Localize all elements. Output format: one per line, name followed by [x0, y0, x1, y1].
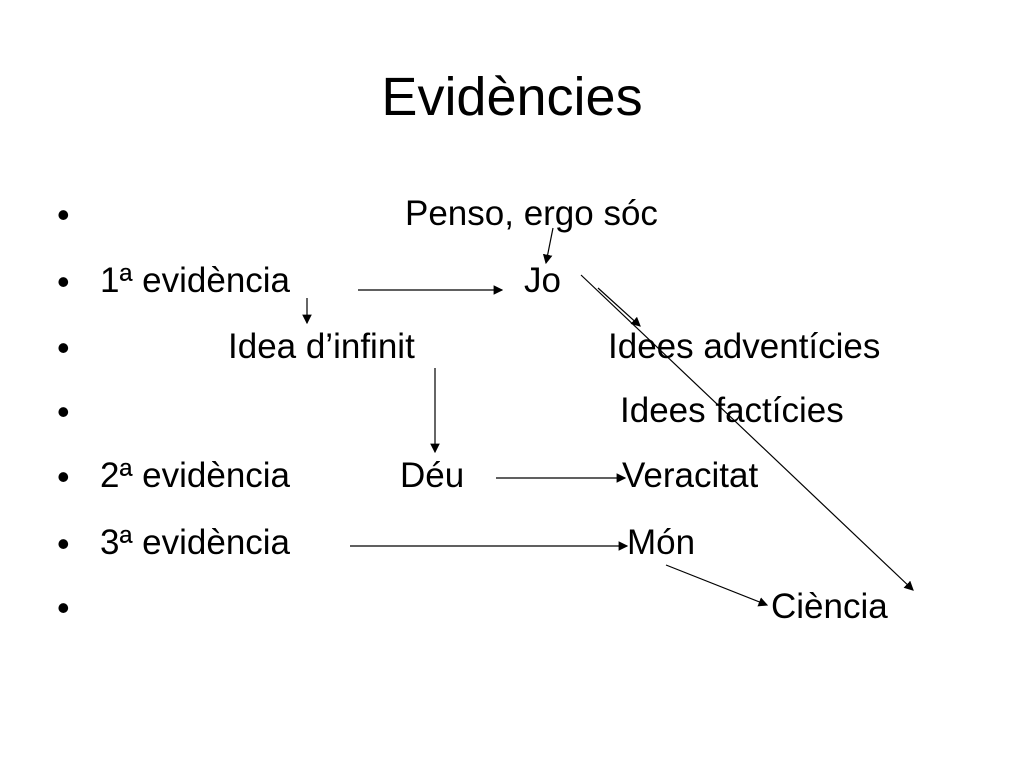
veracitat-text: Veracitat [622, 456, 759, 495]
bullet-3: • [57, 327, 70, 368]
slide-title: Evidències [381, 67, 643, 127]
idea-infinit-text: Idea d’infinit [228, 327, 415, 366]
ciencia-text: Ciència [771, 587, 888, 626]
arrow-jo-to-idees-adventicies [597, 287, 641, 327]
mon-text: Món [627, 523, 696, 562]
primera-evidencia-label: 1ª evidència [100, 261, 291, 300]
bullet-1: • [57, 194, 70, 235]
penso-ergo-soc-text: Penso, ergo sóc [405, 194, 658, 233]
idees-adventicies-text: Idees adventícies [608, 327, 881, 366]
idees-facticies-text: Idees factícies [620, 391, 844, 430]
segona-evidencia-label: 2ª evidència [100, 456, 291, 495]
bullet-7: • [57, 587, 70, 628]
deu-text: Déu [400, 456, 465, 495]
jo-text: Jo [524, 261, 561, 300]
arrow-mon-to-ciencia [665, 564, 769, 607]
tercera-evidencia-label: 3ª evidència [100, 523, 291, 562]
bullet-5: • [57, 456, 70, 497]
bullet-2: • [57, 261, 70, 302]
bullet-6: • [57, 523, 70, 564]
bullet-4: • [57, 391, 70, 432]
